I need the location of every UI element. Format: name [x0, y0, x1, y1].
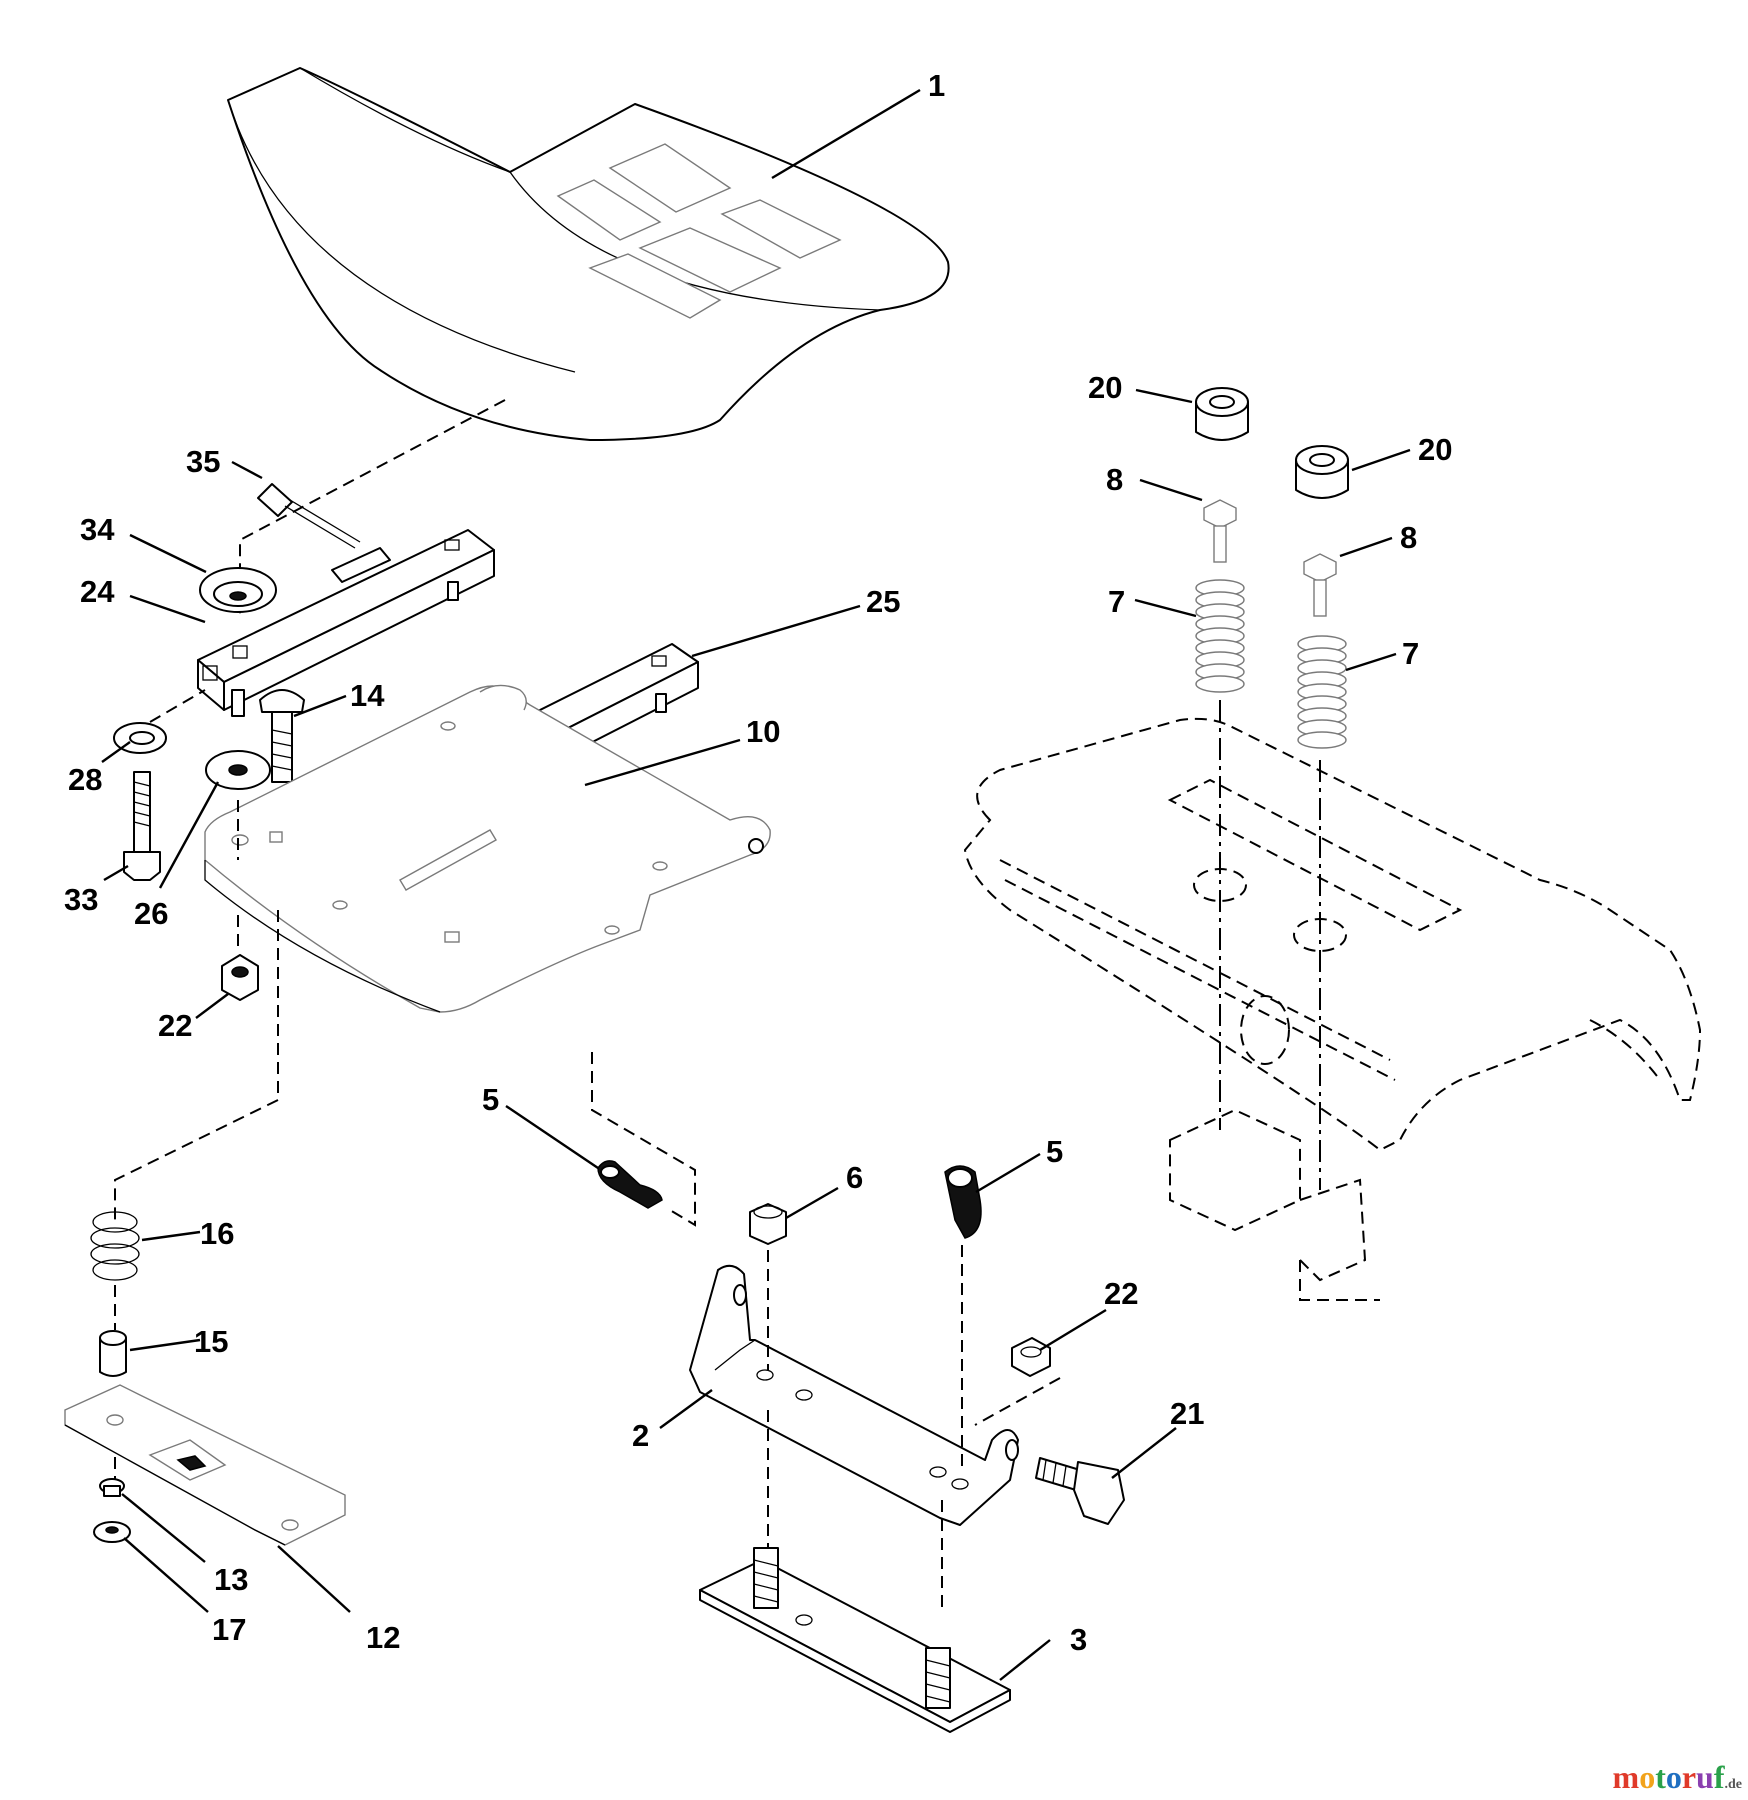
assembly-line-5-left: [591, 1052, 696, 1227]
plate-12: [64, 1384, 346, 1546]
bolt-33: [123, 771, 161, 881]
seat-rail-24: [197, 529, 495, 717]
spring-7-left: [1195, 579, 1245, 693]
callout-12: 12: [366, 1620, 400, 1655]
callout-14: 14: [350, 678, 385, 713]
callout-22-right: 22: [1104, 1276, 1138, 1311]
callout-25: 25: [866, 584, 900, 619]
callout-16: 16: [200, 1216, 234, 1251]
carriage-bolt-14: [259, 689, 305, 783]
callout-2: 2: [632, 1418, 649, 1453]
callout-7-left: 7: [1108, 584, 1125, 619]
clip-5-left: [597, 1160, 663, 1209]
callout-13: 13: [214, 1562, 248, 1597]
watermark-letter: r: [1681, 1759, 1697, 1795]
clip-5-right: [944, 1165, 982, 1239]
fender-reference-outline: [963, 717, 1702, 1301]
callout-35: 35: [186, 444, 220, 479]
callout-8-right: 8: [1400, 520, 1417, 555]
assembly-line-5-right: [941, 1245, 963, 1610]
grommet-34: [199, 567, 277, 613]
spacer-20-right: [1295, 445, 1349, 499]
watermark-letter: u: [1696, 1759, 1714, 1795]
seat-pan-10: [204, 684, 771, 1013]
callout-20-right: 20: [1418, 432, 1452, 467]
callout-17: 17: [212, 1612, 246, 1647]
bolt-21: [1035, 1457, 1125, 1525]
watermark-letter: m: [1612, 1759, 1640, 1795]
callout-24: 24: [80, 574, 115, 609]
callout-5-left: 5: [482, 1082, 499, 1117]
callout-15: 15: [194, 1324, 228, 1359]
callout-10: 10: [746, 714, 780, 749]
callout-28: 28: [68, 762, 102, 797]
callout-5-right: 5: [1046, 1134, 1063, 1169]
spacer-20-left: [1195, 387, 1249, 441]
spacer-15: [99, 1330, 127, 1377]
callout-21: 21: [1170, 1396, 1204, 1431]
nut-22-left: [221, 954, 259, 1001]
spring-7-right: [1297, 635, 1347, 749]
callout-6: 6: [846, 1160, 863, 1195]
spring-16: [90, 1211, 140, 1281]
callout-7-right: 7: [1402, 636, 1419, 671]
bracket-2: [689, 1264, 1019, 1526]
washer-26: [205, 750, 271, 790]
callout-1: 1: [928, 68, 945, 103]
watermark-logo: motoruf.de: [1613, 1759, 1742, 1796]
assembly-line-28: [149, 689, 206, 723]
callout-20-left: 20: [1088, 370, 1122, 405]
flange-nut-17: [93, 1521, 131, 1543]
leader-10-line: [584, 738, 741, 787]
seat: [227, 67, 950, 441]
callout-22-left: 22: [158, 1008, 192, 1043]
leader-lines: [101, 88, 1411, 1681]
watermark-letters: motoruf: [1613, 1759, 1725, 1795]
assembly-line-22-right: [974, 1377, 1061, 1426]
watermark-letter: o: [1665, 1759, 1682, 1795]
bolt-8-right: [1303, 553, 1337, 617]
nut-22-right: [1011, 1337, 1051, 1377]
bolt-8-left: [1203, 499, 1237, 563]
nut-13: [99, 1478, 125, 1497]
pin-35: [257, 483, 361, 549]
watermark-letter: o: [1639, 1759, 1656, 1795]
watermark-letter: f: [1713, 1759, 1725, 1795]
plate-3: [699, 1547, 1011, 1733]
callout-labels: 1 20 20 35 8 8 34 24 7 7 25 14 10 28 33 …: [64, 68, 1452, 1657]
callout-3: 3: [1070, 1622, 1087, 1657]
nut-6: [749, 1203, 787, 1245]
watermark-suffix: .de: [1724, 1777, 1743, 1792]
callout-8-left: 8: [1106, 462, 1123, 497]
callout-26: 26: [134, 896, 168, 931]
callout-33: 33: [64, 882, 98, 917]
assembly-line-left-down: [114, 910, 279, 1225]
watermark-letter: t: [1655, 1759, 1666, 1795]
callout-34: 34: [80, 512, 115, 547]
